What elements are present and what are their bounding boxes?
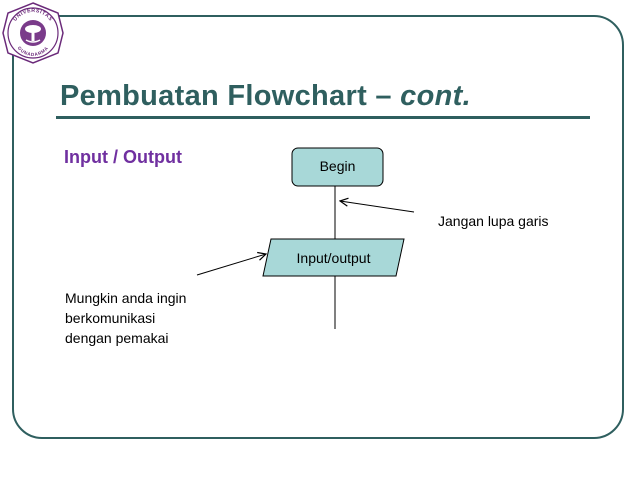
slide-title-main: Pembuatan Flowchart – xyxy=(60,80,401,112)
io-note-line: dengan pemakai xyxy=(65,330,169,346)
io-label: Input/output xyxy=(296,250,371,266)
slide-title-italic: cont. xyxy=(400,80,471,112)
title-underline xyxy=(56,116,590,119)
slide-frame xyxy=(12,15,624,439)
slide-title: Pembuatan Flowchart – cont. xyxy=(60,80,471,113)
io-note-line: Mungkin anda ingin xyxy=(65,290,187,306)
io-note-arrow xyxy=(196,254,266,276)
io-note-line: berkomunikasi xyxy=(65,310,156,326)
line-note-arrow xyxy=(340,201,415,213)
io-shape xyxy=(262,238,405,277)
begin-label: Begin xyxy=(319,158,356,174)
section-subtitle: Input / Output xyxy=(64,147,182,167)
io-note: Mungkin anda ingin berkomunikasi dengan … xyxy=(65,288,186,348)
line-note: Jangan lupa garis xyxy=(438,213,549,229)
university-logo: UNIVERSITAS GUNADARMA xyxy=(2,2,64,64)
begin-shape xyxy=(291,147,384,187)
